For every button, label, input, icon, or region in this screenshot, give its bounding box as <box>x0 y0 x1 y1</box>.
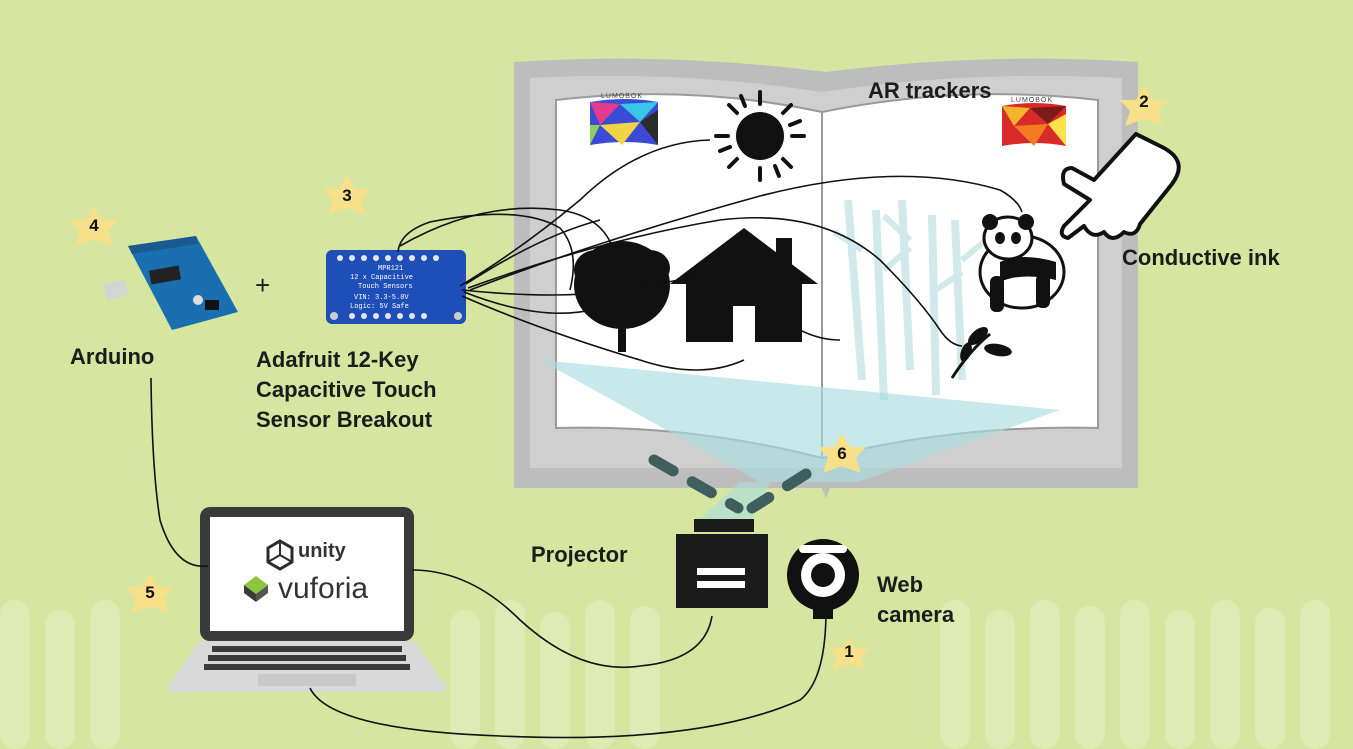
step-badge-2: 2 <box>1116 74 1172 130</box>
badge-number: 2 <box>1139 92 1149 111</box>
connection-wires <box>150 139 1023 739</box>
projector-label: Projector <box>531 542 628 567</box>
board-text-line-1: 12 x Capacitive <box>350 274 414 282</box>
adafruit-label-line-2: Capacitive Touch <box>256 377 437 402</box>
panda-icon <box>978 214 1066 312</box>
projection-area <box>540 360 1060 482</box>
tracker-right-text: LUMOBOK <box>1011 97 1054 104</box>
web-camera-label-line-2: camera <box>877 602 955 627</box>
step-badge-1: 1 <box>821 624 877 680</box>
ar-tracker-right <box>1002 103 1066 146</box>
ar-trackers-label: AR trackers <box>868 78 992 103</box>
ar-tracker-left <box>590 99 658 145</box>
sun-icon <box>714 90 806 182</box>
tree-icon <box>574 241 670 352</box>
web-camera-icon <box>787 539 859 619</box>
step-badge-4: 4 <box>66 198 122 254</box>
arduino-board-icon <box>103 236 238 330</box>
laptop-icon <box>168 507 446 692</box>
arduino-label: Arduino <box>70 344 155 369</box>
web-camera-label-line-1: Web <box>877 572 924 597</box>
unity-logo-text: unity <box>298 540 346 562</box>
house-icon <box>670 228 818 342</box>
board-text-line-4: Logic: 5V Safe <box>350 303 409 311</box>
tracker-left-text: LUMOBOK <box>601 93 644 100</box>
vuforia-logo-text: vuforia <box>278 572 369 605</box>
projector-icon <box>676 519 768 608</box>
board-text-line-3: VIN: 3.3-5.0V <box>354 294 409 302</box>
background-fence <box>0 600 1330 749</box>
badge-number: 6 <box>837 444 847 463</box>
badge-shapes <box>70 85 1168 670</box>
leaf-icon <box>950 327 1012 379</box>
badge-number: 1 <box>844 642 854 661</box>
vuforia-logo-icon <box>244 576 268 602</box>
unity-logo-icon <box>266 539 294 571</box>
step-badge-6: 6 <box>814 426 870 482</box>
pointing-hand-icon <box>1059 132 1181 240</box>
bamboo-illustration <box>832 199 988 401</box>
plus-sign: + <box>255 270 271 300</box>
board-title-text: MPR121 <box>378 265 404 273</box>
conductive-ink-label: Conductive ink <box>1122 245 1280 270</box>
badge-number: 3 <box>342 186 352 205</box>
projection-guide-lines <box>648 454 812 514</box>
board-text-line-2: Touch Sensors <box>358 283 413 291</box>
adafruit-label-line-3: Sensor Breakout <box>256 407 433 432</box>
step-badge-3: 3 <box>319 168 375 224</box>
adafruit-label-line-1: Adafruit 12-Key <box>256 347 419 372</box>
step-badge-5: 5 <box>122 565 178 621</box>
badge-number: 4 <box>89 216 99 235</box>
sensor-breakout-board-icon <box>326 250 466 324</box>
badge-number: 5 <box>145 583 155 602</box>
